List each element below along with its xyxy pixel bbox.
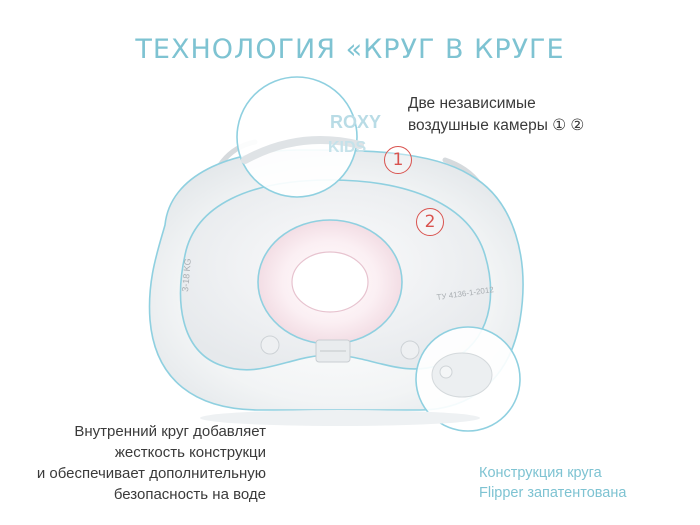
ring-shadow (200, 410, 480, 426)
neck-hole-inner (291, 251, 369, 313)
callout-air-chambers-line2: воздушные камеры ① ② (408, 117, 585, 134)
page-title: ТЕХНОЛОГИЯ «КРУГ В КРУГЕ (135, 34, 565, 65)
callout-patent: Конструкция круга Flipper запатентована (479, 463, 626, 503)
callout-inner-ring-line1: Внутренний круг добавляет (74, 423, 266, 440)
callout-inner-ring-line3: и обеспечивает дополнительную (36, 465, 266, 482)
valve-right (400, 340, 420, 360)
ring-print-weight: 3-18 KG (180, 258, 193, 292)
callout-patent-line1: Конструкция круга (479, 465, 602, 481)
callout-air-chambers: Две независимые воздушные камеры ① ② (408, 93, 584, 137)
callout-patent-line2: Flipper запатентована (479, 485, 627, 501)
magnifier-circle-top (236, 76, 358, 198)
callout-inner-ring-line2: жесткость конструкци (114, 444, 266, 461)
brand-print-roxy: ROXY (330, 112, 381, 132)
callout-inner-ring: Внутренний круг добавляет жесткость конс… (20, 421, 266, 505)
brand-print-kids: KIDS (328, 139, 367, 156)
marker-inner-chamber: 2 (416, 208, 444, 236)
callout-air-chambers-line1: Две независимые (408, 95, 536, 112)
callout-inner-ring-line4: безопасность на воде (113, 486, 266, 503)
valve-left (260, 335, 280, 355)
marker-outer-chamber: 1 (384, 146, 412, 174)
